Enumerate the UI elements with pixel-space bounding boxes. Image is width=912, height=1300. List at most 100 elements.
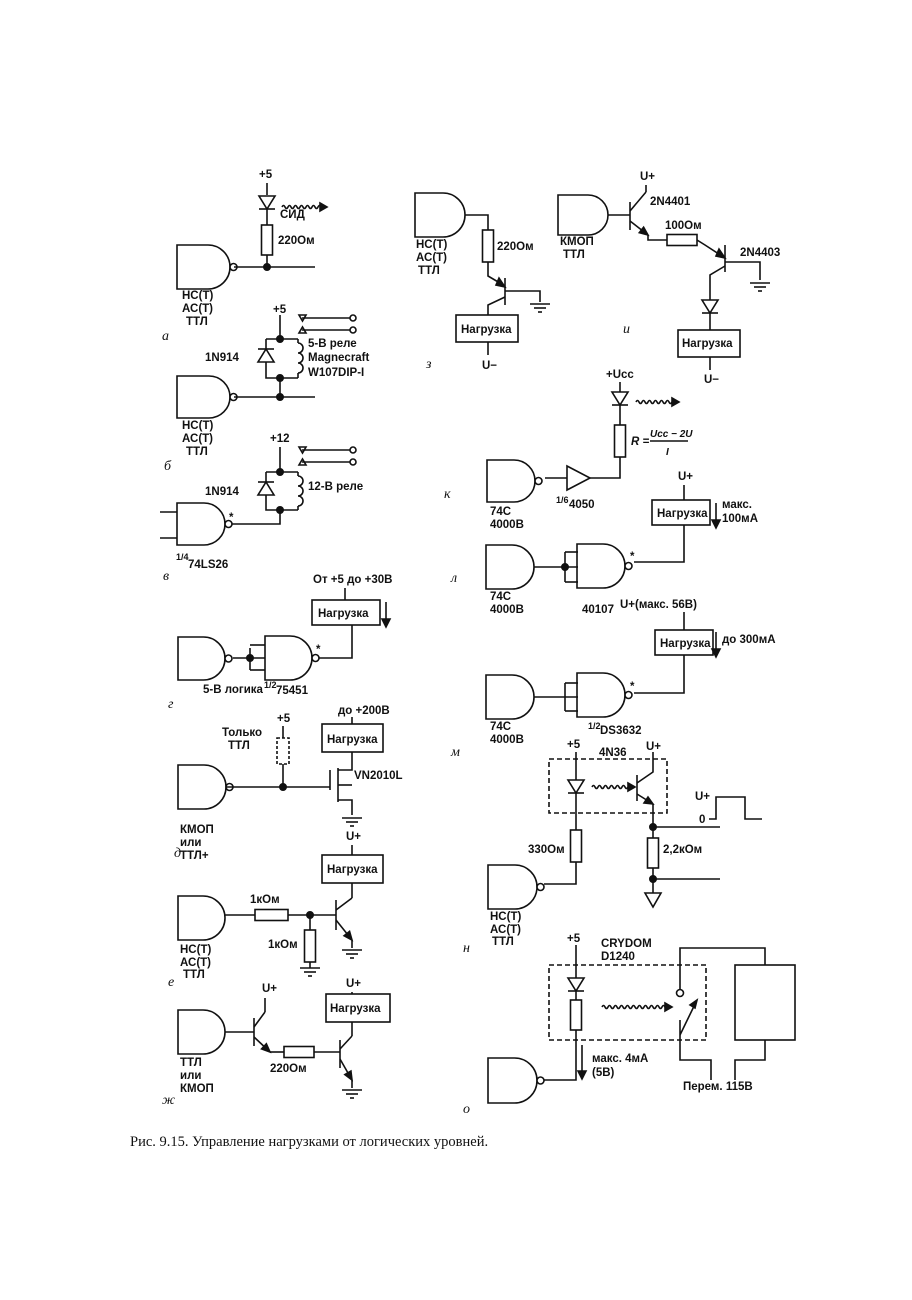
inverter-bubble [624,561,633,571]
gate-label: ТТЛ [183,969,205,981]
relay-label: Magnecraft [308,352,370,364]
ac-label: Перем. 115В [683,1081,753,1093]
panel-letter: г [168,697,174,712]
buffer-fraction: 1/6 [556,495,569,505]
panel-letter: з [425,357,432,372]
chip-label: 40107 [582,604,614,616]
resistor [254,908,289,922]
gate-label: 4000В [490,604,524,616]
panel-letter: о [463,1102,470,1117]
nand-gate [264,635,313,681]
waveform-high: U+ [695,791,710,803]
panel-letter: ж [162,1093,175,1108]
wire [505,290,541,302]
optocoupler-outline [548,758,668,814]
transistor [629,191,647,212]
diode-label: 1N914 [205,352,239,364]
nand-gate [576,672,626,718]
gate-label: АС(Т) [180,957,211,969]
junction-dot [275,334,284,343]
resistor [666,233,698,247]
nand-gate [487,1057,538,1104]
emitter-arrow [637,225,650,237]
fet-label: VN2010L [354,770,403,782]
nand-gate [177,636,226,681]
supply-label: +5 [259,169,273,181]
terminal [349,458,357,466]
resistor-label: 220Ом [497,241,534,253]
panel-letter: б [164,459,172,474]
nand-gate [177,764,227,810]
light-wave [601,1004,669,1010]
terminal [349,326,357,334]
light-wave [591,784,629,790]
nand-gate [486,459,536,503]
gate-label: ТТЛ [563,249,585,261]
load-label: Нагрузка [660,638,711,650]
load-label: Нагрузка [327,734,378,746]
transistor [335,897,353,911]
max-label: до 300мА [722,634,776,646]
load-box [321,723,384,753]
supply-label: +Ucc [606,369,634,381]
optional-resistor [276,737,290,765]
transistor-label: 2N4403 [740,247,780,259]
formula-denominator: I [666,447,669,458]
resistor-label: 100Ом [665,220,702,232]
gate-label: 4000В [490,519,524,531]
load-label: Нагрузка [657,508,708,520]
resistor-label: 2,2кОм [663,844,702,856]
supply-label: U− [482,360,497,372]
wire [725,261,761,280]
open-collector-mark: * [316,644,321,656]
diode [566,779,586,795]
inverter-bubble [624,690,633,700]
wire [319,625,353,659]
resistor [260,224,274,256]
formula-numerator: Ucc − 2U [650,429,693,440]
gate-label: ТТЛ [180,1057,202,1069]
resistor [303,929,317,963]
waveform [709,796,762,820]
terminal [349,314,357,322]
supply-label: U+ [262,983,277,995]
resistor-label: 330Ом [528,844,565,856]
light-wave [635,399,673,405]
supply-label: U+ [678,471,693,483]
load-box [734,964,796,1041]
gate-label: НС(Т) [416,239,447,251]
wire [647,235,667,241]
gate-label: или [180,1070,201,1082]
open-collector-mark: * [630,551,635,563]
resistor [569,999,583,1031]
supply-label: U+ [346,831,361,843]
nand-gate [177,895,226,941]
supply-label: От +5 до +30В [313,574,392,586]
inverter-bubble [534,476,543,486]
supply-label: +5 [567,739,581,751]
supply-label: U+(макс. 56В) [620,599,697,611]
inverter-bubble [224,654,233,663]
buffer-label: 4050 [569,499,595,511]
panel-letter: н [463,941,470,956]
nand-gate [485,544,535,590]
arrow-icon [627,781,637,793]
load-box [455,314,519,343]
open-collector-mark: * [229,512,234,524]
diode [256,347,276,363]
emitter-arrow [342,929,354,942]
chip-fraction: 1/2 [588,721,601,731]
chip-label: 75451 [276,685,309,697]
supply-label: до +200В [338,705,390,717]
resistor-label: 220Ом [270,1063,307,1075]
diode [566,977,586,993]
resistor [283,1045,315,1059]
wire [338,799,353,815]
gate-label: НС(Т) [180,944,211,956]
panel-letter: а [162,329,169,344]
nand-gate [485,674,535,720]
supply-label: U+ [346,978,361,990]
gate-label: 4000В [490,734,524,746]
chip-label: 74LS26 [188,559,228,571]
panel-letter: м [450,745,460,760]
